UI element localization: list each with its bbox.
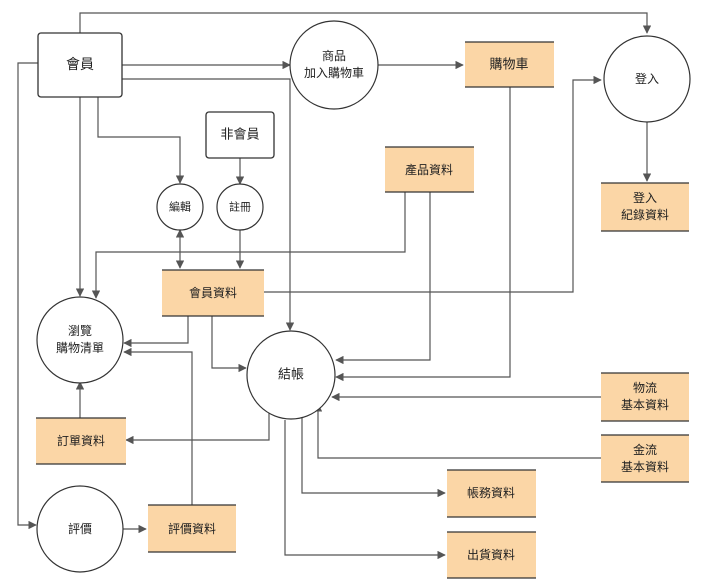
flow-member-data-to-checkout: [211, 316, 247, 373]
store-login-records-line1: 登入: [633, 190, 657, 205]
store-cash-flow-line2: 基本資料: [621, 460, 669, 474]
store-cart-label: 購物車: [489, 58, 528, 73]
process-browse-list-line2: 購物清單: [56, 341, 104, 355]
store-login-records: 登入 紀錄資料: [601, 182, 689, 232]
process-review: 評價: [36, 485, 124, 573]
store-shipping-label: 出貨資料: [467, 547, 515, 562]
store-product-data: 產品資料: [385, 146, 474, 193]
process-add-to-cart: 商品 加入購物車: [289, 20, 379, 110]
flow-product-to-checkout: [335, 192, 431, 365]
process-edit: 編輯: [156, 183, 204, 231]
process-register: 註冊: [216, 183, 264, 231]
flow-checkout-to-shipping: [284, 420, 446, 560]
process-login-label: 登入: [635, 71, 659, 86]
process-checkout-label: 結帳: [278, 368, 304, 383]
process-browse-list: 瀏覽 購物清單: [36, 296, 124, 384]
store-review-data: 評價資料: [148, 504, 236, 553]
store-login-records-line2: 紀錄資料: [621, 207, 669, 222]
connectors: [17, 12, 652, 560]
store-accounting: 帳務資料: [447, 469, 536, 518]
store-cash-flow-line1: 金流: [633, 442, 657, 457]
entity-non-member-label: 非會員: [220, 128, 259, 143]
flow-cashflow-to-checkout: [313, 403, 601, 459]
flow-member-to-login: [79, 12, 652, 34]
store-order-data: 訂單資料: [36, 417, 126, 465]
flow-product-to-browse: [91, 192, 406, 299]
flow-checkout-to-order: [125, 410, 270, 445]
flow-checkout-to-accounting: [301, 417, 446, 498]
store-logistics-line1: 物流: [633, 381, 657, 395]
store-logistics-line2: 基本資料: [621, 398, 669, 412]
flow-cart-to-checkout: [335, 87, 511, 382]
process-login: 登入: [603, 35, 691, 123]
store-logistics: 物流 基本資料: [601, 372, 689, 422]
store-product-data-label: 產品資料: [405, 162, 453, 177]
flow-member-to-edit: [97, 97, 185, 184]
flow-member-to-review: [17, 62, 38, 530]
process-register-label: 註冊: [229, 201, 251, 214]
store-shipping: 出貨資料: [447, 531, 536, 579]
store-accounting-label: 帳務資料: [467, 486, 515, 500]
process-checkout: 結帳: [246, 330, 336, 420]
store-review-data-label: 評價資料: [168, 521, 216, 536]
flow-member-to-checkout: [122, 78, 295, 331]
flow-member-data-to-login: [264, 75, 602, 293]
entity-member-label: 會員: [66, 57, 94, 73]
flow-review-data-to-browse: [123, 347, 193, 505]
entity-non-member: 非會員: [205, 111, 275, 159]
entity-member: 會員: [37, 32, 123, 98]
flow-member-data-to-browse: [123, 316, 189, 348]
store-cash-flow: 金流 基本資料: [601, 434, 689, 483]
store-member-data-label: 會員資料: [189, 286, 237, 300]
store-cart: 購物車: [465, 41, 554, 88]
process-edit-label: 編輯: [169, 200, 191, 214]
process-review-label: 評價: [68, 521, 92, 536]
store-order-data-label: 訂單資料: [57, 433, 105, 448]
process-add-to-cart-line1: 商品: [322, 48, 346, 63]
process-browse-list-line1: 瀏覽: [68, 323, 92, 338]
process-add-to-cart-line2: 加入購物車: [304, 66, 364, 80]
store-member-data: 會員資料: [162, 269, 264, 317]
